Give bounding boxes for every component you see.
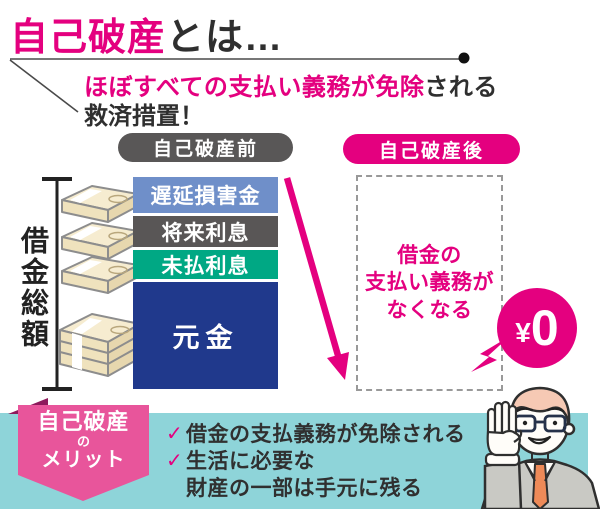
yen-symbol: ¥ (515, 317, 531, 348)
transition-arrow (283, 177, 349, 380)
merits-ribbon-text: 自己破産 の メリット (18, 409, 149, 472)
subtitle-line2: 救済措置！ (84, 103, 204, 130)
label-after-bankruptcy: 自己破産後 (343, 134, 520, 164)
total-debt-bracket (42, 177, 72, 391)
ribbon-line-1: 自己破産 (37, 409, 130, 434)
label-before-bankruptcy: 自己破産前 (118, 133, 293, 162)
merit-text-3: 財産の一部は手元に残る (186, 477, 423, 500)
merit-text-1: 借金の支払義務が免除される (186, 423, 466, 446)
result-line-3: なくなる (386, 298, 473, 322)
merit-text-2: 生活に必要な (186, 450, 315, 473)
merit-item-2: ✓ 生活に必要な (166, 448, 466, 475)
title-rest: とは… (166, 17, 284, 59)
merit-item-2-cont: 財産の一部は手元に残る (166, 475, 466, 502)
zero-amount: 0 (530, 300, 559, 356)
bar-segment-2: 未払利息 (133, 250, 278, 279)
subtitle-line1: ほぼすべての支払い義務が免除される (84, 67, 498, 102)
bar-segment-0: 遅延損害金 (133, 177, 278, 213)
merits-checklist: ✓ 借金の支払義務が免除される ✓ 生活に必要な 財産の一部は手元に残る (166, 421, 466, 502)
ribbon-line-2: の (76, 434, 90, 449)
result-line-2: 支払い義務が (365, 271, 494, 295)
result-line-1: 借金の (397, 244, 462, 268)
merit-item-1: ✓ 借金の支払義務が免除される (166, 421, 466, 448)
businessman-waving-illustration (480, 386, 600, 509)
subtitle-highlight: ほぼすべての支払い義務が免除 (84, 74, 425, 101)
subtitle-rest: される (424, 74, 498, 101)
title-highlight: 自己破産 (10, 17, 167, 59)
check-icon: ✓ (166, 450, 184, 472)
ribbon-line-3: メリット (41, 449, 126, 471)
zero-yen-badge: ¥0 (497, 288, 577, 368)
merits-ribbon (8, 398, 149, 501)
bar-segment-1: 将来利息 (133, 216, 278, 247)
after-result-box: 借金の 支払い義務が なくなる (356, 175, 503, 391)
bar-segment-3: 元金 (133, 282, 278, 389)
check-icon: ✓ (166, 423, 184, 445)
total-debt-label: 借金総額 (18, 226, 49, 350)
title-underline-lines (9, 52, 470, 113)
page-title: 自己破産とは… (10, 6, 283, 61)
